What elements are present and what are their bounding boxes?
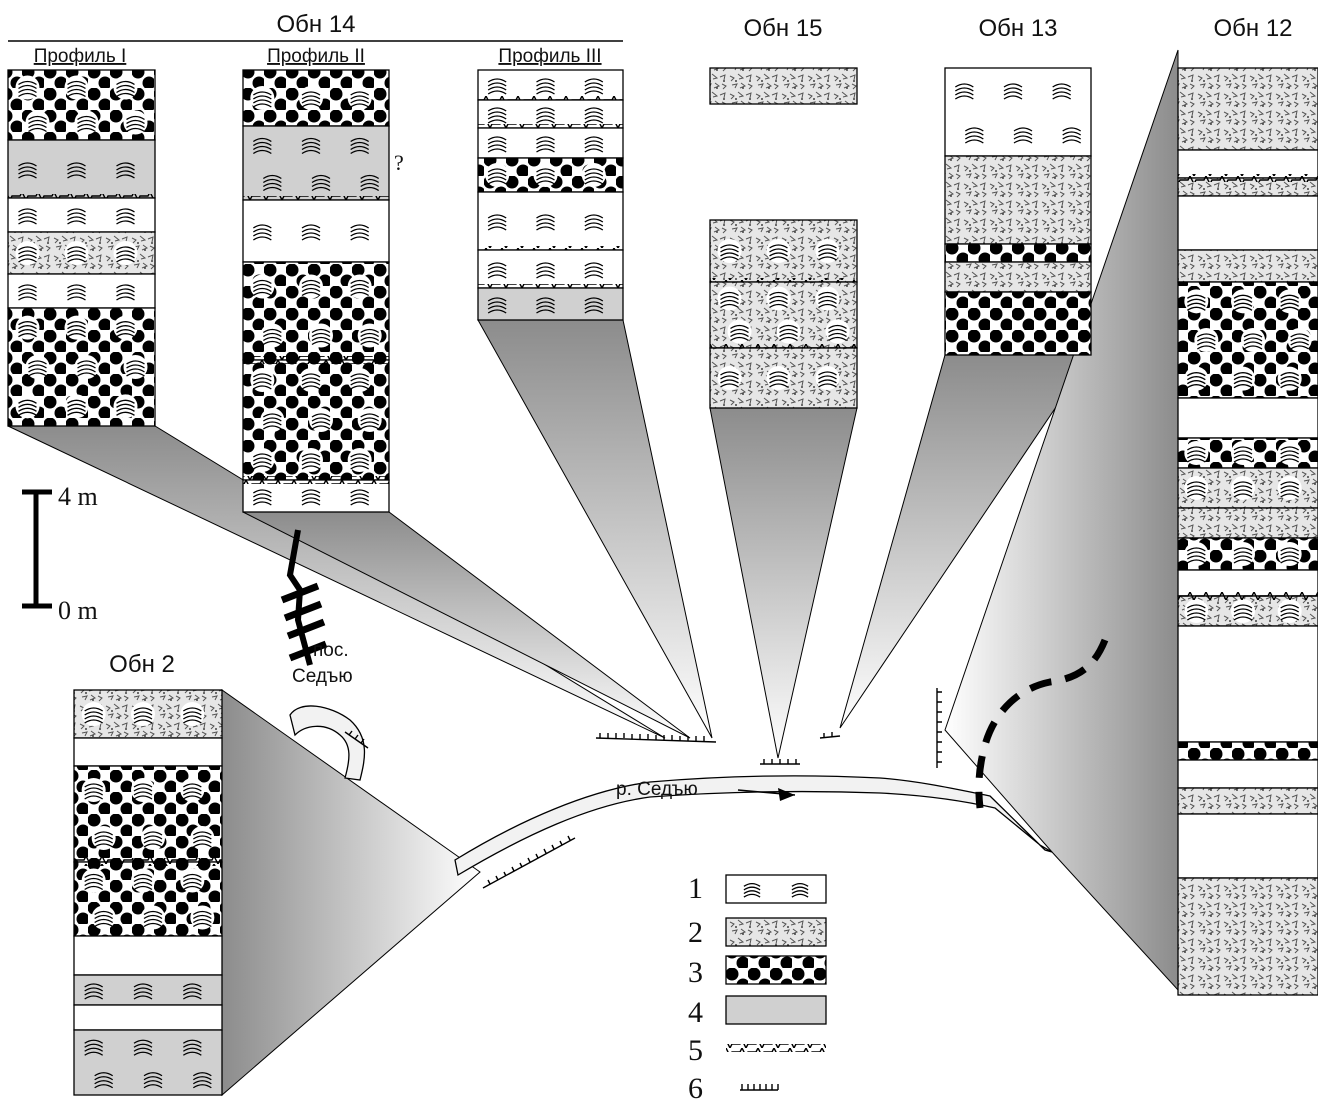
- strat-layer: [74, 858, 222, 936]
- strat-layer: [243, 356, 389, 480]
- strat-layer: [8, 70, 155, 140]
- strat-layer: [1178, 468, 1318, 508]
- strat-layer: [710, 282, 857, 352]
- strat-layer: [1178, 508, 1318, 538]
- title-obn2: Обн 2: [109, 651, 175, 678]
- legend-swatch-6: [740, 1084, 778, 1090]
- strat-layer: [710, 220, 857, 286]
- strat-layer: [1178, 592, 1318, 626]
- column-obn12: [1178, 68, 1318, 995]
- column-profile-1: [8, 70, 155, 426]
- legend: 1 2 3 4 5 6: [688, 872, 826, 1101]
- strat-layer: [478, 128, 623, 158]
- strat-layer: [1178, 174, 1318, 196]
- title-obn13: Обн 13: [978, 15, 1057, 42]
- title-obn14: Обн 14: [276, 11, 355, 38]
- column-obn15-top: [710, 68, 857, 104]
- strat-layer: [478, 158, 623, 192]
- village-label-1: пос.: [313, 640, 349, 661]
- strat-layer: [945, 68, 1091, 156]
- strat-layer: [8, 232, 155, 274]
- strat-layer: [8, 140, 155, 202]
- strat-layer: [710, 68, 857, 104]
- strat-layer: [1178, 250, 1318, 282]
- scale-top-label: 4 m: [58, 482, 98, 511]
- strat-layer: [1178, 878, 1318, 995]
- strat-layer: [243, 70, 389, 126]
- legend-num-2: 2: [688, 916, 703, 949]
- legend-swatch-4: [726, 996, 826, 1024]
- column-profile-3: [478, 70, 623, 320]
- strat-layer: [1178, 626, 1318, 742]
- strat-layer: [8, 274, 155, 308]
- title-profile-3: Профиль III: [498, 46, 601, 67]
- strat-layer: [478, 288, 623, 320]
- fan-obn15: [710, 408, 857, 758]
- strat-layer: [945, 292, 1091, 355]
- legend-num-1: 1: [688, 872, 703, 905]
- strat-layer: [74, 738, 222, 766]
- column-obn2: [74, 690, 222, 1095]
- strat-layer: [74, 766, 222, 862]
- column-profile-2: [243, 70, 389, 512]
- strat-layer: [1178, 788, 1318, 814]
- legend-swatch-3: [726, 956, 826, 984]
- strat-layer: [1178, 538, 1318, 570]
- question-mark: ?: [394, 150, 404, 175]
- strat-layer: [710, 348, 857, 408]
- title-obn15: Обн 15: [743, 15, 822, 42]
- strat-layer: [74, 1030, 222, 1095]
- scale-bottom-label: 0 m: [58, 596, 98, 625]
- column-obn15: [710, 220, 857, 408]
- strat-layer: [243, 476, 389, 512]
- strat-layer: [8, 198, 155, 232]
- strat-layer: [1178, 438, 1318, 468]
- legend-num-5: 5: [688, 1034, 703, 1067]
- strat-layer: [478, 192, 623, 254]
- legend-num-3: 3: [688, 956, 703, 989]
- strat-layer: [478, 70, 623, 104]
- strat-layer: [1178, 282, 1318, 398]
- village-label-2: Седъю: [292, 666, 353, 687]
- strat-layer: [945, 244, 1091, 262]
- legend-swatches: [726, 875, 826, 1090]
- strat-layer: [1178, 196, 1318, 250]
- title-profile-1: Профиль I: [34, 46, 127, 67]
- strat-layer: [74, 936, 222, 975]
- strat-layer: [1178, 814, 1318, 878]
- strat-layer: [1178, 742, 1318, 760]
- strat-layer: [1178, 398, 1318, 438]
- strat-layer: [1178, 68, 1318, 150]
- strat-layer: [74, 975, 222, 1005]
- strat-layer: [478, 250, 623, 292]
- strat-layer: [243, 200, 389, 262]
- strat-layer: [945, 262, 1091, 292]
- legend-swatch-5: [726, 1044, 826, 1052]
- legend-swatch-2: [726, 918, 826, 946]
- strat-layer: [478, 100, 623, 132]
- legend-num-4: 4: [688, 996, 703, 1029]
- strat-layer: [74, 1005, 222, 1030]
- strat-layer: [1178, 760, 1318, 788]
- legend-num-6: 6: [688, 1072, 703, 1101]
- title-profile-2: Профиль II: [267, 46, 365, 67]
- legend-swatch-1: [726, 875, 826, 903]
- column-obn13: [945, 68, 1091, 355]
- river-label: р. Седъю: [616, 779, 698, 800]
- strat-layer: [1178, 150, 1318, 178]
- strat-layer: [74, 690, 222, 738]
- title-obn12: Обн 12: [1213, 15, 1292, 42]
- strat-layer: [8, 308, 155, 426]
- scale-bar: 4 m 0 m: [22, 482, 98, 625]
- strat-layer: [243, 262, 389, 364]
- strat-layer: [243, 126, 389, 204]
- strat-layer: [945, 156, 1091, 244]
